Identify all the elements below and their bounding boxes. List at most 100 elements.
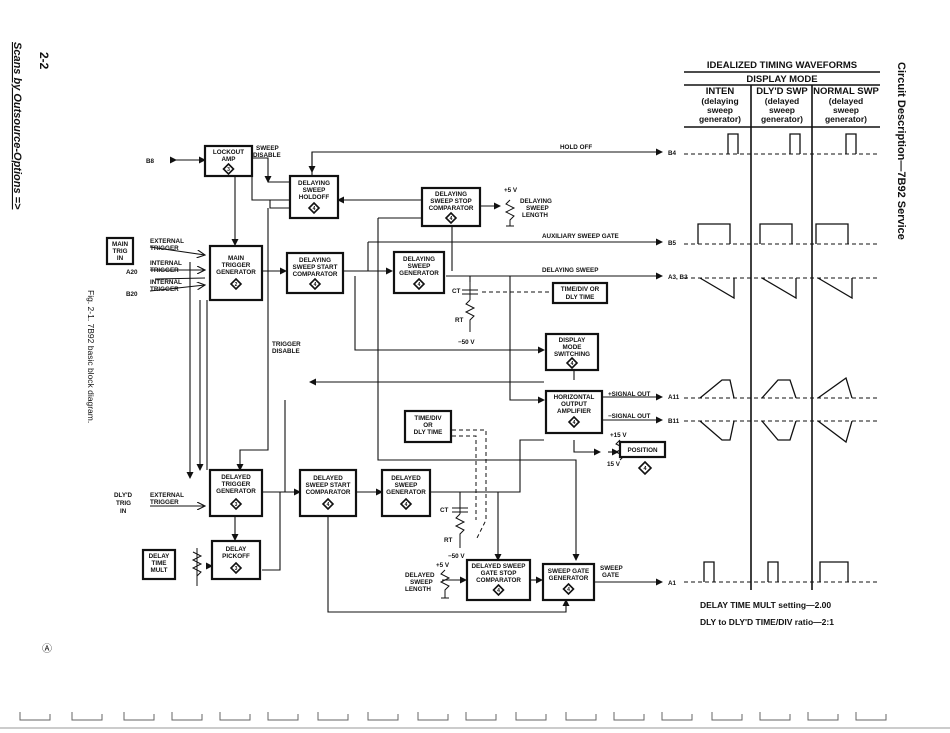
svg-text:AMP: AMP — [222, 156, 236, 163]
lockout-amp-block: LOCKOUT AMP 3 — [203, 144, 254, 178]
svg-text:GENERATOR: GENERATOR — [386, 489, 426, 496]
svg-text:4: 4 — [450, 216, 453, 222]
svg-text:TIME/DIV: TIME/DIV — [414, 415, 442, 422]
delay-time-mult-block: DELAY TIME MULT — [141, 548, 177, 581]
svg-text:−50 V: −50 V — [458, 339, 475, 346]
svg-text:IN: IN — [117, 255, 124, 262]
svg-text:DELAYED SWEEP: DELAYED SWEEP — [471, 563, 525, 570]
section-title: Circuit Description—7B92 Service — [895, 62, 907, 240]
svg-text:DELAYED: DELAYED — [405, 572, 435, 579]
svg-text:COMPARATOR: COMPARATOR — [429, 205, 474, 212]
svg-text:3: 3 — [235, 566, 238, 572]
svg-text:DELAYED: DELAYED — [313, 475, 343, 482]
svg-text:SWITCHING: SWITCHING — [554, 351, 590, 358]
setting-delay-time-mult: DELAY TIME MULT setting—2.00 — [700, 600, 831, 610]
svg-text:TRIGGER: TRIGGER — [272, 341, 301, 348]
setting-time-div-ratio: DLY to DLY'D TIME/DIV ratio—2:1 — [700, 617, 834, 627]
svg-text:−SIGNAL OUT: −SIGNAL OUT — [608, 413, 651, 420]
svg-text:SWEEP: SWEEP — [256, 145, 279, 152]
svg-text:(delayed: (delayed — [765, 96, 800, 106]
svg-text:DISABLE: DISABLE — [272, 348, 300, 355]
display-mode-switching-block: DISPLAY MODE SWITCHING 4 — [544, 332, 600, 372]
signal-wires — [149, 148, 663, 613]
svg-text:generator): generator) — [825, 114, 867, 124]
svg-text:3: 3 — [227, 167, 230, 173]
timing-title: IDEALIZED TIMING WAVEFORMS — [707, 60, 857, 71]
svg-text:HOLDOFF: HOLDOFF — [299, 194, 330, 201]
time-div-dly-time-top-block: TIME/DIV OR DLY TIME — [551, 281, 609, 305]
svg-text:A3, B3: A3, B3 — [668, 274, 688, 281]
svg-text:generator): generator) — [761, 114, 803, 124]
svg-text:RT: RT — [444, 537, 453, 544]
svg-text:EXTERNAL: EXTERNAL — [150, 492, 184, 499]
svg-text:B8: B8 — [146, 158, 155, 165]
svg-text:MAIN: MAIN — [112, 241, 129, 248]
svg-text:A1: A1 — [668, 580, 677, 587]
corner-mark: Ⓐ — [42, 643, 52, 655]
svg-text:4: 4 — [573, 420, 576, 426]
svg-text:IN: IN — [120, 508, 127, 515]
svg-text:TRIGGER: TRIGGER — [150, 245, 179, 252]
svg-text:MAIN: MAIN — [228, 255, 245, 262]
svg-text:4: 4 — [571, 361, 574, 367]
delay-pickoff-block: DELAY PICKOFF 3 — [210, 539, 262, 581]
svg-text:AMPLIFIER: AMPLIFIER — [557, 408, 591, 415]
svg-text:GATE: GATE — [602, 572, 619, 579]
delaying-sweep-start-comparator-block: DELAYING SWEEP START COMPARATOR 4 — [285, 251, 345, 295]
svg-text:SWEEP: SWEEP — [303, 187, 326, 194]
svg-text:DELAYING: DELAYING — [435, 191, 467, 198]
dashed-links — [452, 291, 552, 541]
svg-text:DLY TIME: DLY TIME — [566, 294, 595, 301]
svg-text:sweep: sweep — [769, 105, 795, 115]
svg-text:HORIZONTAL: HORIZONTAL — [554, 394, 595, 401]
svg-text:TRIGGER: TRIGGER — [150, 499, 179, 506]
page-number: 2-2 — [37, 52, 51, 70]
svg-text:SWEEP: SWEEP — [526, 205, 549, 212]
svg-text:SWEEP: SWEEP — [600, 565, 623, 572]
svg-text:HOLD OFF: HOLD OFF — [560, 144, 592, 151]
svg-text:B4: B4 — [668, 150, 677, 157]
svg-text:DELAYING SWEEP: DELAYING SWEEP — [542, 267, 598, 274]
svg-text:4: 4 — [314, 282, 317, 288]
col-inten: INTEN — [706, 86, 735, 97]
svg-text:4: 4 — [643, 466, 647, 472]
svg-text:COMPARATOR: COMPARATOR — [306, 489, 351, 496]
svg-text:sweep: sweep — [707, 105, 733, 115]
svg-text:PICKOFF: PICKOFF — [222, 553, 250, 560]
svg-text:MULT: MULT — [150, 567, 167, 574]
svg-text:sweep: sweep — [833, 105, 859, 115]
svg-text:DELAY: DELAY — [149, 553, 171, 560]
svg-text:SWEEP: SWEEP — [410, 579, 433, 586]
svg-text:SWEEP STOP: SWEEP STOP — [430, 198, 471, 205]
svg-text:DELAYING: DELAYING — [520, 198, 552, 205]
svg-text:DELAY: DELAY — [226, 546, 248, 553]
svg-text:DELAYING: DELAYING — [299, 257, 331, 264]
svg-text:A20: A20 — [126, 269, 138, 276]
svg-text:−50 V: −50 V — [448, 553, 465, 560]
svg-text:GENERATOR: GENERATOR — [216, 488, 256, 495]
svg-text:SWEEP: SWEEP — [395, 482, 418, 489]
svg-text:(delayed: (delayed — [829, 96, 864, 106]
svg-text:DELAYING: DELAYING — [298, 180, 330, 187]
delayed-sweep-gate-stop-comparator-block: DELAYED SWEEP GATE STOP COMPARATOR 4 — [465, 558, 532, 602]
svg-text:4: 4 — [327, 502, 330, 508]
svg-text:A11: A11 — [668, 394, 680, 401]
svg-text:SWEEP: SWEEP — [408, 263, 431, 270]
sweep-gate-generator-block: SWEEP GATE GENERATOR 4 — [541, 562, 596, 602]
svg-text:RT: RT — [455, 317, 464, 324]
svg-text:(delaying: (delaying — [701, 96, 738, 106]
svg-text:4: 4 — [418, 282, 421, 288]
svg-text:CT: CT — [452, 288, 461, 295]
svg-text:TIME: TIME — [151, 560, 166, 567]
position-block: POSITION 4 — [618, 440, 667, 476]
svg-text:LOCKOUT: LOCKOUT — [213, 149, 244, 156]
svg-text:2: 2 — [235, 282, 238, 288]
svg-text:TRIGGER: TRIGGER — [150, 286, 179, 293]
display-mode-heading: DISPLAY MODE — [746, 74, 817, 85]
svg-text:OUTPUT: OUTPUT — [561, 401, 587, 408]
svg-text:4: 4 — [313, 206, 316, 212]
svg-text:DISABLE: DISABLE — [253, 152, 281, 159]
delayed-sweep-start-comparator-block: DELAYED SWEEP START COMPARATOR 4 — [298, 468, 358, 518]
main-trigger-generator-block: MAIN TRIGGER GENERATOR 2 — [208, 244, 264, 302]
svg-text:INTERNAL: INTERNAL — [150, 279, 182, 286]
